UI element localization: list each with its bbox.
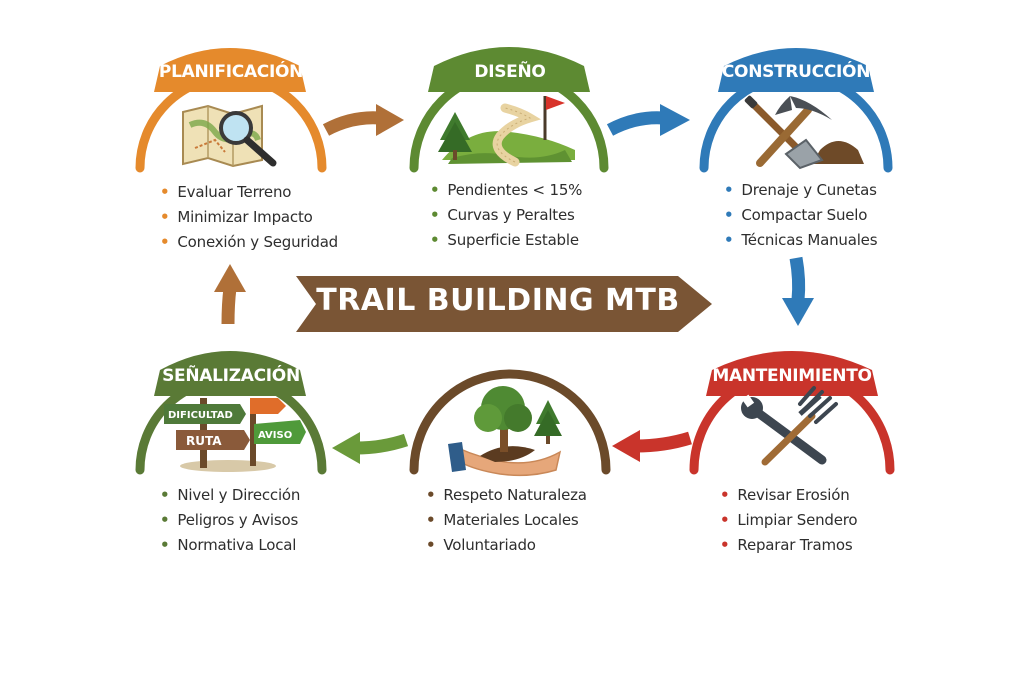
stage-title-diseno: DISEÑO [474, 62, 546, 82]
wrench-rake-icon [741, 386, 838, 466]
stage-diseno [409, 47, 609, 173]
list-item: Compactar Suelo [724, 203, 877, 228]
list-naturaleza: Respeto Naturaleza Materiales Locales Vo… [426, 483, 587, 558]
stage-title-planificacion: PLANIFICACIÓN [158, 62, 304, 82]
title-banner [296, 276, 712, 332]
arrow-diseno-to-construccion [606, 104, 690, 136]
stage-construccion [699, 48, 893, 173]
map-magnifier-icon [182, 104, 277, 168]
stage-title-construccion: CONSTRUCCIÓN [721, 62, 871, 82]
list-mantenimiento: Revisar Erosión Limpiar Sendero Reparar … [720, 483, 857, 558]
arrow-mantenimiento-to-naturaleza [612, 430, 692, 462]
list-item: Evaluar Terreno [160, 180, 338, 205]
list-item: Respeto Naturaleza [426, 483, 587, 508]
pickaxe-shovel-icon [744, 95, 864, 170]
list-senalizacion: Nivel y Dirección Peligros y Avisos Norm… [160, 483, 300, 558]
stage-naturaleza [409, 369, 611, 475]
list-item: Peligros y Avisos [160, 508, 300, 533]
sign-ruta: RUTA [186, 434, 222, 448]
list-item: Técnicas Manuales [724, 228, 877, 253]
arrow-planificacion-to-diseno [322, 104, 404, 136]
stage-planificacion [135, 48, 327, 173]
list-diseno: Pendientes < 15% Curvas y Peraltes Super… [430, 178, 582, 253]
winding-trail-flag-icon [438, 96, 575, 167]
arrow-senalizacion-to-planificacion [214, 264, 246, 325]
stage-title-senalizacion: SEÑALIZACIÓN [162, 366, 300, 386]
stage-senalizacion [135, 351, 327, 475]
main-title: TRAIL BUILDING MTB [316, 283, 680, 318]
stage-title-mantenimiento: MANTENIMIENTO [712, 366, 872, 386]
list-item: Materiales Locales [426, 508, 587, 533]
hand-tree-icon [448, 386, 562, 477]
list-item: Drenaje y Cunetas [724, 178, 877, 203]
list-item: Curvas y Peraltes [430, 203, 582, 228]
stage-mantenimiento [689, 351, 895, 475]
list-item: Limpiar Sendero [720, 508, 857, 533]
list-item: Minimizar Impacto [160, 205, 338, 230]
list-item: Reparar Tramos [720, 533, 857, 558]
list-item: Nivel y Dirección [160, 483, 300, 508]
sign-aviso: AVISO [258, 430, 292, 441]
list-construccion: Drenaje y Cunetas Compactar Suelo Técnic… [724, 178, 877, 253]
list-item: Voluntariado [426, 533, 587, 558]
list-item: Conexión y Seguridad [160, 230, 338, 255]
arrow-naturaleza-to-senalizacion [332, 432, 409, 464]
signpost-icon [164, 398, 306, 472]
list-item: Superficie Estable [430, 228, 582, 253]
arrow-construccion-to-mantenimiento [782, 256, 814, 326]
list-item: Pendientes < 15% [430, 178, 582, 203]
list-item: Normativa Local [160, 533, 300, 558]
sign-dificultad: DIFICULTAD [168, 410, 233, 421]
list-item: Revisar Erosión [720, 483, 857, 508]
list-planificacion: Evaluar Terreno Minimizar Impacto Conexi… [160, 180, 338, 255]
